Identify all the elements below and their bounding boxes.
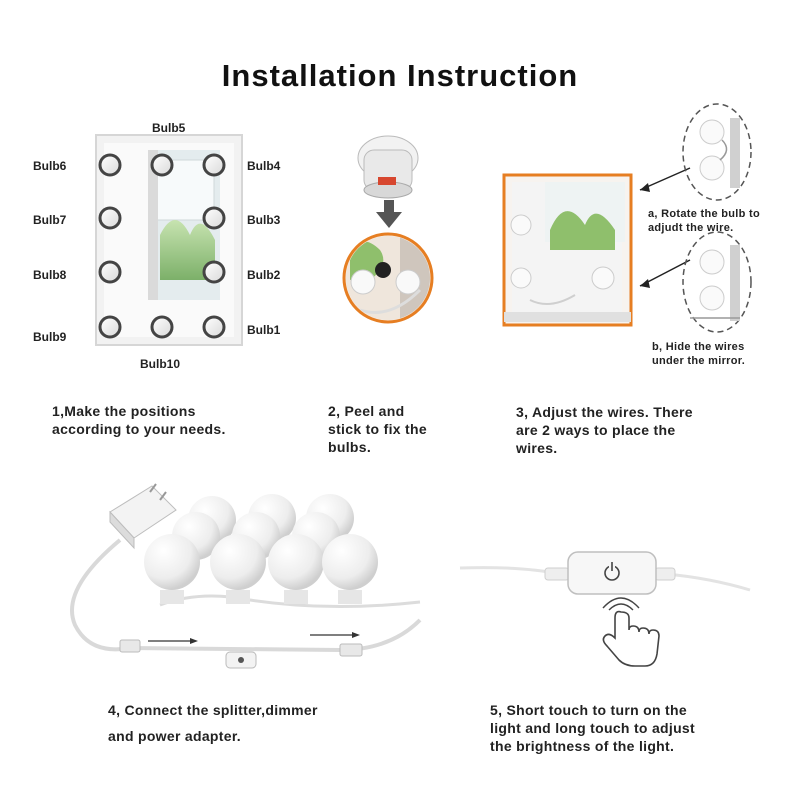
arrow-right-icon xyxy=(190,638,198,644)
step-3-line: wires. xyxy=(516,440,558,456)
step-5-line: light and long touch to adjust xyxy=(490,720,695,736)
step-1-text: 1,Make the positions according to your n… xyxy=(52,402,226,438)
bulb-label-left: Bulb6 xyxy=(33,159,67,173)
bulb-label-top: Bulb5 xyxy=(152,121,186,135)
step-2-line: bulbs. xyxy=(328,439,372,455)
power-icon xyxy=(604,562,620,581)
wire-option-a-line: a, Rotate the bulb to xyxy=(648,208,761,220)
bulb-icon xyxy=(202,315,226,339)
wire-option-b-line: under the mirror. xyxy=(652,355,746,367)
wire-option-b: b, Hide the wires under the mirror. xyxy=(652,340,745,368)
dimmer-switch[interactable] xyxy=(567,551,657,595)
step-1-line: 1,Make the positions xyxy=(52,403,196,419)
bulb-label-left: Bulb8 xyxy=(33,268,67,282)
step-3-line: are 2 ways to place the xyxy=(516,422,676,438)
bulb-icon xyxy=(98,315,122,339)
bulb-icon xyxy=(98,153,122,177)
step-4-line: and power adapter. xyxy=(108,728,241,744)
bulb-icon xyxy=(98,206,122,230)
step-1-line: according to your needs. xyxy=(52,421,226,437)
bulb-icon xyxy=(210,534,266,590)
arrow-icon xyxy=(640,183,650,192)
bulb-icon xyxy=(150,153,174,177)
step-5-line: the brightness of the light. xyxy=(490,738,675,754)
step-4-line: 4, Connect the splitter,dimmer xyxy=(108,702,318,718)
bulb-icon xyxy=(202,206,226,230)
step-4-text: 4, Connect the splitter,dimmer and power… xyxy=(108,697,318,749)
bulb-icon xyxy=(202,153,226,177)
bulb-label-left: Bulb7 xyxy=(33,213,67,227)
bulb-label-bottom: Bulb10 xyxy=(140,357,181,371)
bulb-label-right: Bulb4 xyxy=(247,159,281,173)
step-5-text: 5, Short touch to turn on the light and … xyxy=(490,701,695,755)
wire-option-a-line: adjudt the wire. xyxy=(648,222,734,234)
bulb-icon xyxy=(268,534,324,590)
wire-option-a: a, Rotate the bulb to adjudt the wire. xyxy=(648,207,760,235)
bulb-icon xyxy=(150,315,174,339)
step-2-text: 2, Peel and stick to fix the bulbs. xyxy=(328,402,427,456)
bulb-icon xyxy=(98,260,122,284)
bulb-label-right: Bulb1 xyxy=(247,323,281,337)
step-5-line: 5, Short touch to turn on the xyxy=(490,702,687,718)
step-2-line: 2, Peel and xyxy=(328,403,405,419)
step-3-line: 3, Adjust the wires. There xyxy=(516,404,693,420)
bulb-icon xyxy=(202,260,226,284)
power-adapter-icon xyxy=(109,483,177,550)
bulb-label-right: Bulb3 xyxy=(247,213,281,227)
bulb-label-left: Bulb9 xyxy=(33,330,67,344)
wire-option-b-line: b, Hide the wires xyxy=(652,341,745,353)
page-title: Installation Instruction xyxy=(221,58,579,93)
bulb-label-right: Bulb2 xyxy=(247,268,281,282)
bulb-icon xyxy=(322,534,378,590)
bulb-icon xyxy=(144,534,200,590)
step-2-line: stick to fix the xyxy=(328,421,427,437)
arrow-right-icon xyxy=(352,632,360,638)
arrow-down-icon xyxy=(376,212,402,228)
step-3-text: 3, Adjust the wires. There are 2 ways to… xyxy=(516,403,693,457)
hand-tap-icon xyxy=(602,597,660,667)
